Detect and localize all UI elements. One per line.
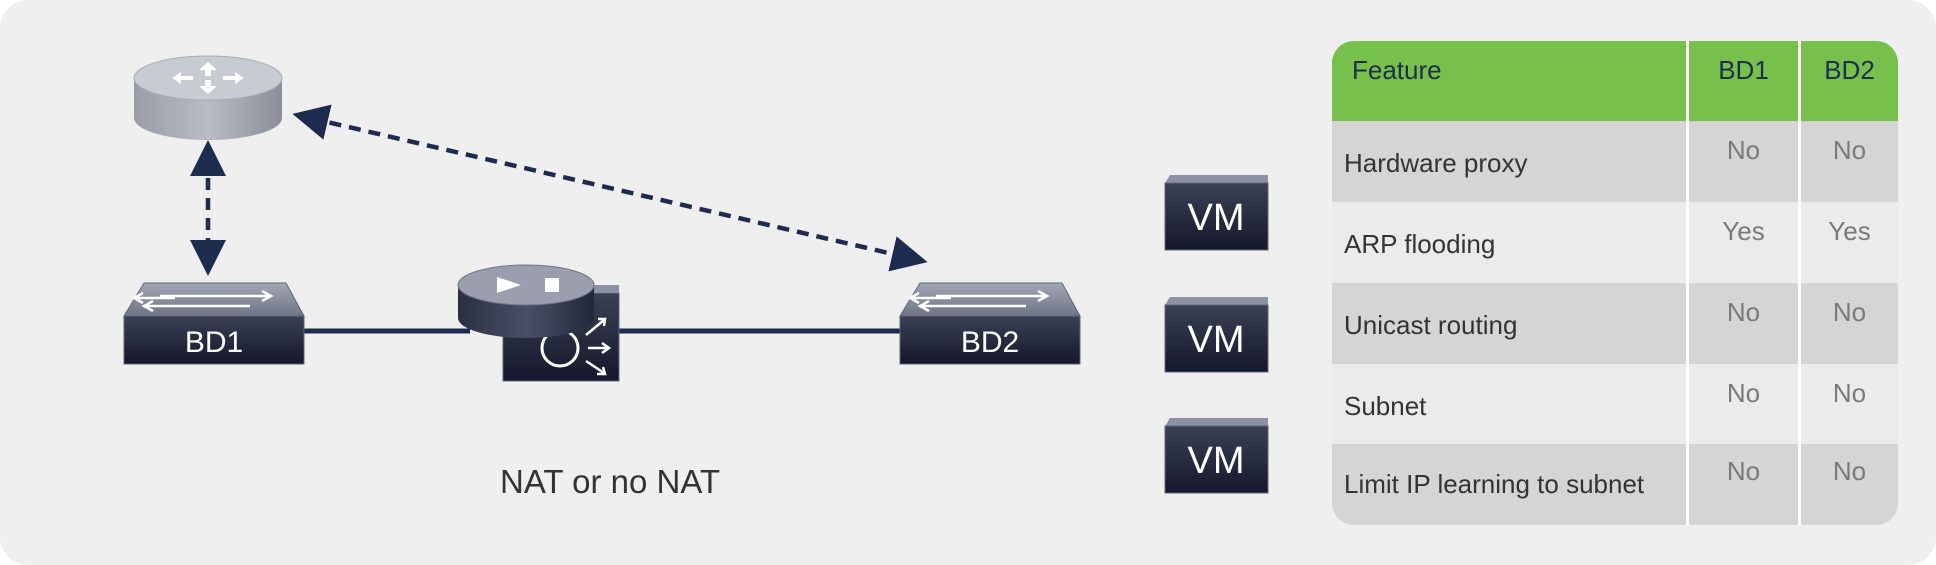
bd2-value: Yes (1828, 216, 1871, 246)
bd1-value: No (1726, 297, 1761, 327)
feature-name: ARP flooding (1344, 229, 1496, 259)
switch-bd1-label: BD1 (185, 326, 243, 359)
vm-icon: VM (1164, 175, 1269, 251)
switch-bd2: BD2 (899, 282, 1081, 365)
header-feature: Feature (1352, 55, 1442, 85)
bd1-value: No (1726, 456, 1761, 486)
vm-icon: VM (1164, 418, 1269, 494)
vm-icon: VM (1164, 297, 1269, 373)
bd2-value: No (1832, 297, 1867, 327)
header-bd2: BD2 (1824, 55, 1875, 85)
switch-bd1: BD1 (123, 282, 305, 365)
feature-name: Limit IP learning to subnet (1344, 469, 1645, 499)
router-icon (133, 55, 283, 140)
vm-label: VM (1188, 440, 1245, 482)
table-row: Hardware proxy No No (1332, 121, 1898, 202)
vm-label: VM (1188, 197, 1245, 239)
feature-name: Hardware proxy (1344, 148, 1528, 178)
load-balancer-icon (457, 264, 620, 382)
feature-table: Feature BD1 BD2 Hardware proxy No No ARP… (1332, 41, 1898, 525)
feature-name: Subnet (1344, 391, 1427, 421)
bd2-value: No (1832, 135, 1867, 165)
nat-caption: NAT or no NAT (500, 463, 721, 500)
table-row: Subnet No No (1332, 364, 1898, 444)
switch-arrows-icon (907, 289, 1050, 313)
table-row: Unicast routing No No (1332, 283, 1898, 364)
header-bd1: BD1 (1718, 55, 1769, 85)
bd2-value: No (1832, 378, 1867, 408)
table-row: Limit IP learning to subnet No No (1332, 444, 1898, 525)
table-row: ARP flooding Yes Yes (1332, 202, 1898, 283)
bd1-value: No (1726, 135, 1761, 165)
bd1-value: Yes (1722, 216, 1765, 246)
switch-bd2-label: BD2 (961, 326, 1019, 359)
switch-arrows-icon (131, 289, 274, 313)
dashed-arrow-router-bd2 (292, 104, 928, 272)
table-header-row: Feature BD1 BD2 (1332, 41, 1898, 121)
network-diagram: BD1 BD2 (123, 55, 1269, 494)
vm-label: VM (1188, 319, 1245, 361)
feature-name: Unicast routing (1344, 310, 1518, 340)
bd2-value: No (1832, 456, 1867, 486)
bd1-value: No (1726, 378, 1761, 408)
